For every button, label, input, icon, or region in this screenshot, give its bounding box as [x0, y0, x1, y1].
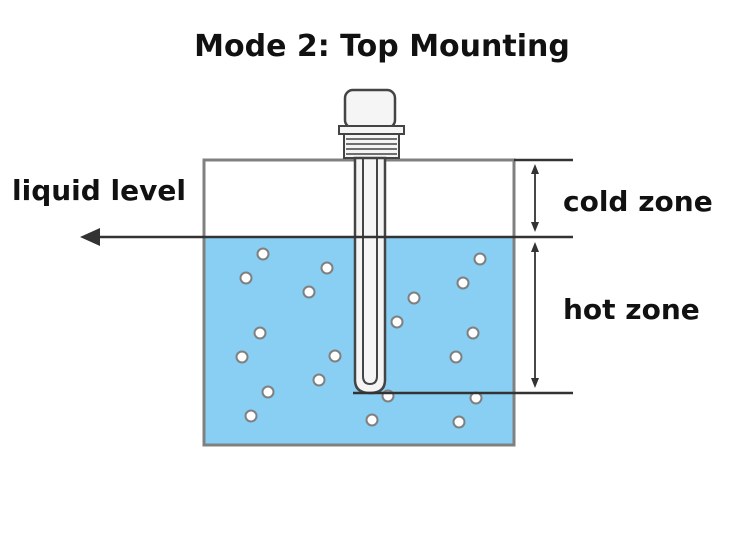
heater-flange [338, 125, 405, 135]
heater-tube-inner [362, 158, 378, 386]
bubble-icon [328, 349, 342, 363]
hot-zone-dimension [531, 242, 539, 388]
arrow-left-icon [80, 228, 100, 246]
arrow-down-icon [531, 378, 539, 388]
liquid-level-marker [80, 228, 573, 246]
bubble-icon [302, 285, 316, 299]
bubble-icon [449, 350, 463, 364]
arrow-up-icon [531, 242, 539, 252]
bubble-icon [456, 276, 470, 290]
bubble-icon [235, 350, 249, 364]
bubble-icon [407, 291, 421, 305]
bubble-icon [473, 252, 487, 266]
cold-zone-dimension [531, 164, 539, 232]
diagram-title: Mode 2: Top Mounting [194, 29, 570, 64]
arrow-up-icon [531, 164, 539, 174]
liquid-level-label: liquid level [12, 174, 186, 207]
bubble-icon [261, 385, 275, 399]
heater-tube-outer [353, 156, 387, 395]
bubble-icon [466, 326, 480, 340]
bubble-icon [256, 247, 270, 261]
bubble-icon [320, 261, 334, 275]
cold-zone-label: cold zone [563, 185, 713, 218]
arrow-down-icon [531, 222, 539, 232]
bubble-icon [244, 409, 258, 423]
heater-cap [343, 88, 397, 130]
bubble-icon [390, 315, 404, 329]
immersion-heater-icon [338, 88, 405, 395]
bubble-icon [312, 373, 326, 387]
bubble-icon [253, 326, 267, 340]
bubble-icon [239, 271, 253, 285]
bubble-icon [452, 415, 466, 429]
bubble-icon [365, 413, 379, 427]
bubble-group [235, 247, 487, 429]
hot-zone-label: hot zone [563, 293, 700, 326]
